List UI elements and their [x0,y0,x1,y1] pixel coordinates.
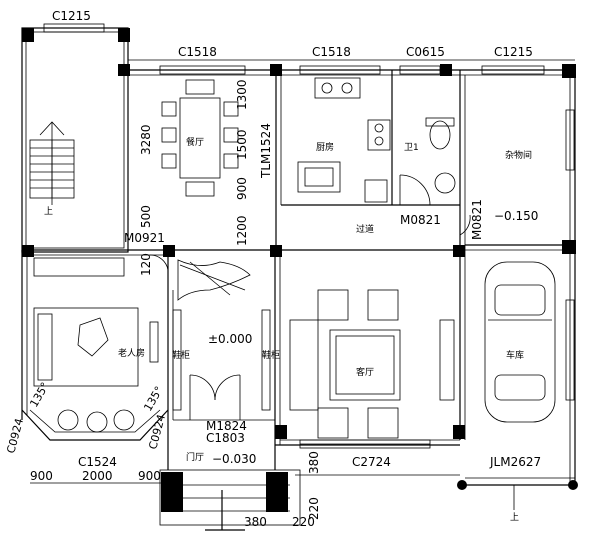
dining-table [161,79,239,197]
window-label-living: C2724 [352,455,391,469]
room-label-bath: 卫1 [404,143,419,153]
dim-220-horizontal: 220 [292,515,315,529]
elevation-label-garage: −0.150 [494,209,538,223]
dim-220-vertical: 220 [307,497,321,520]
dim-3280: 3280 [139,124,153,155]
room-label-elder-bedroom: 老人房 [118,347,145,359]
door-label-bedroom: M0921 [124,231,165,245]
room-label-living: 客厅 [356,366,374,378]
window-label-bath: C0615 [406,45,445,59]
elevation-label-entry: −0.030 [212,452,256,466]
bath-fixtures [399,117,456,206]
entry-doors [149,214,471,420]
dim-900-vertical: 900 [235,177,249,200]
living-furniture [289,289,455,439]
dim-1300: 1300 [235,79,249,110]
window-marks [43,23,575,449]
dim-1500: 1500 [235,129,249,160]
door-label-storage: M0821 [470,199,484,240]
dim-380-horizontal: 380 [244,515,267,529]
window-label-entry: C1803 [206,431,245,445]
window-label-storage: C1215 [494,45,533,59]
window-label-bedroom: C1524 [78,455,117,469]
stair-up-label-left: 上 [44,206,53,217]
door-label-garage: JLM2627 [489,455,541,469]
door-label-main: M1824 [206,419,247,433]
walls [21,27,576,526]
room-label-shoe-cabinet-right: 鞋柜 [262,349,280,361]
dim-380-vertical: 380 [307,451,321,474]
structural-columns [22,28,578,512]
room-label-garage: 车库 [506,349,524,361]
room-label-corridor: 过道 [356,223,374,235]
dim-2000: 2000 [82,469,113,483]
stairs-top-left [29,121,75,205]
room-label-entry: 门厅 [186,451,204,463]
dim-900-left: 900 [30,469,53,483]
room-label-dining: 餐厅 [186,136,204,148]
window-label-dining: C1518 [178,45,217,59]
dim-120: 120 [139,253,153,276]
room-label-kitchen: 厨房 [316,141,334,153]
dim-500: 500 [139,205,153,228]
dim-1200: 1200 [235,215,249,246]
door-label-kitchen: TLM1524 [259,123,273,179]
window-label-c1215-top-left: C1215 [52,9,91,23]
bedroom-furniture [33,257,159,433]
stair-up-label-right: 上 [510,512,519,523]
up-arrows [205,485,515,531]
window-label-kitchen: C1518 [312,45,351,59]
room-label-storage: 杂物间 [505,149,532,161]
kitchen-fixtures [297,77,391,203]
window-label-bay-left: C0924 [4,417,26,455]
dim-angle-left: 135° [27,380,52,409]
car [484,261,556,423]
dim-angle-right: 135° [141,384,166,413]
elevation-label-living: ±0.000 [208,332,252,346]
room-label-shoe-cabinet-left: 鞋柜 [172,349,190,361]
plant-decor [177,259,251,301]
door-label-bath: M0821 [400,213,441,227]
dim-900-right: 900 [138,469,161,483]
